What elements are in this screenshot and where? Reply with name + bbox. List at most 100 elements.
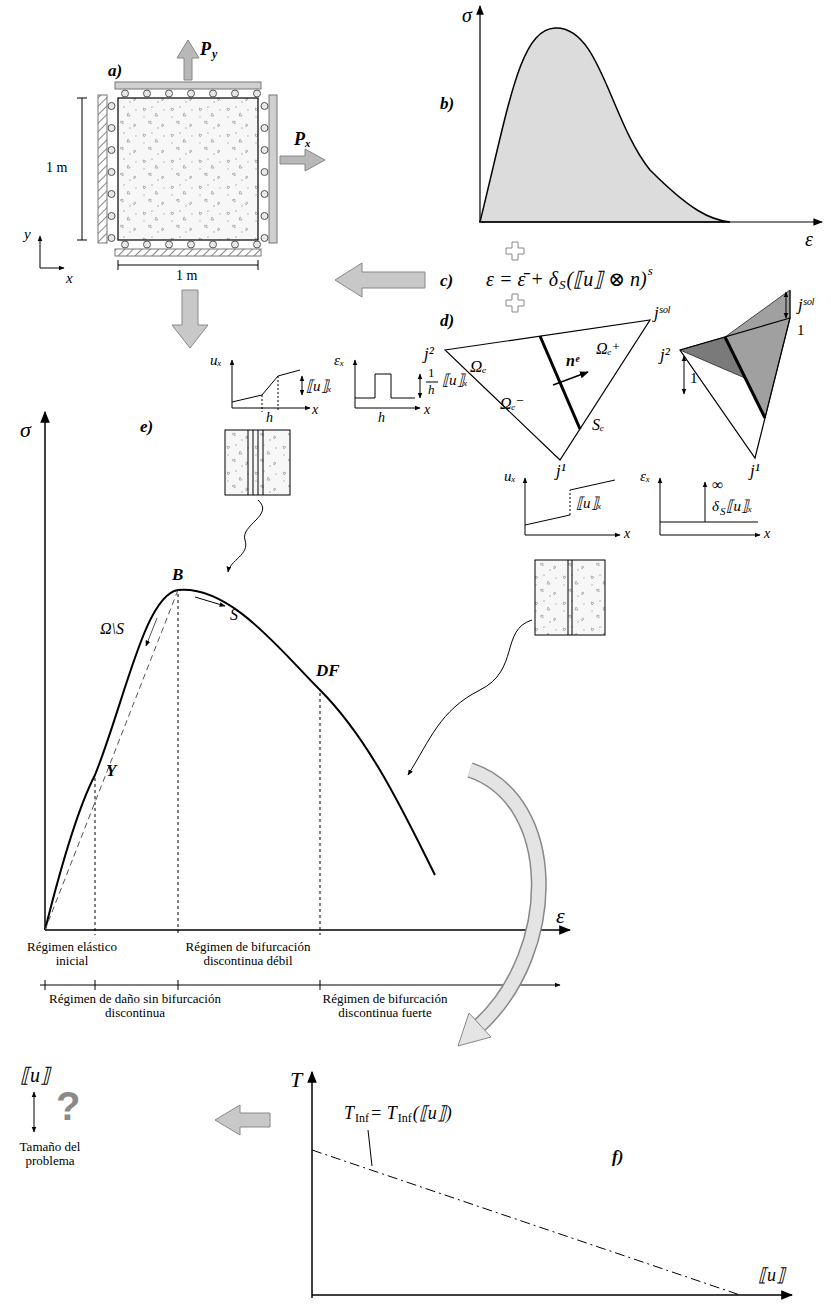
main-curve [95,778,96,935]
specimen-panel [258,260,259,270]
path-label: S [230,606,238,624]
kinematics-sketch [355,408,420,409]
note: Tamaño del problema [5,1140,95,1169]
kinematics-sketch [258,430,259,495]
specimen-panel [77,98,87,99]
stress-strain-sketch [480,28,730,222]
kinematics-sketch [232,360,233,408]
node-label: jˢᵒˡ [798,296,813,315]
subscript: Inf [398,1112,412,1125]
finite-element [725,337,765,418]
kinematics-sketch [568,560,569,635]
specimen-panel [108,235,115,242]
specimen-panel [254,241,261,248]
finite-element [684,356,685,394]
specimen-panel [108,125,115,132]
stress-strain-sketch [480,6,822,222]
finite-element [445,320,650,460]
specimen-panel [40,268,64,269]
traction-law [34,1072,792,1298]
kinematics-sketch [570,480,615,490]
curved-arrow [470,770,539,1025]
panel-letter: c) [440,272,453,291]
curved-arrow [458,770,539,1046]
unit-value: 1 [797,322,805,339]
kinematics-sketch [408,620,532,775]
kinematics-sketch [263,430,264,495]
specimen-panel [166,90,173,97]
grey-arrow [172,290,208,348]
axis-label: y [24,226,31,243]
regime-label: Régimen de bifurcación discontinua fuert… [310,992,460,1021]
curved-arrow [470,770,539,1025]
specimen-panel [261,103,268,110]
specimen-panel [177,40,199,80]
subscript: S [559,278,566,292]
main-curve [178,594,179,935]
node-label: j² [424,345,434,364]
kinematics-sketch [570,490,571,515]
jump-label: ⟦u⟧ₓ [576,495,602,512]
specimen-panel [144,241,151,248]
specimen-panel [261,191,268,198]
bandwidth: h [378,410,385,425]
fraction: h [428,383,435,397]
subscript: y [212,48,217,61]
traction-law [368,1130,372,1166]
regime-label: Régimen elástico inicial [22,940,122,969]
main-curve [45,929,570,931]
path-label: Ω\S [100,620,124,638]
main-curve [195,597,225,606]
main-curve [146,618,157,646]
finite-element [445,290,790,460]
kinematics-sketch [355,360,356,408]
kinematics-sketch [660,478,661,535]
axis-label: T [290,1068,302,1092]
discontinuity-label: Sₑ [592,416,604,434]
specimen-panel [108,169,115,176]
main-curve [45,980,46,990]
traction-law [312,1150,740,1295]
specimen-panel [188,90,195,97]
jump-label: ⟦u⟧ [20,1064,50,1086]
specimen-panel [108,191,115,198]
axis-label: εₓ [334,352,344,369]
specimen-panel [261,169,268,176]
specimen-panel [280,149,325,171]
specimen-panel [254,90,261,97]
specimen-panel [261,235,268,242]
panel-letter: d) [440,312,454,331]
specimen-panel [232,90,239,97]
specimen-panel [210,241,217,248]
kinematics-sketch [572,560,573,635]
kinematics-sketch [262,395,263,412]
kinematics-sketch [232,408,310,409]
kinematics-sketch [232,370,300,402]
stress-strain-sketch [479,6,480,222]
axis-label: ε [805,228,813,250]
jump-label: δ [712,498,719,515]
specimen-panel [108,103,115,110]
main-curve [40,985,560,986]
regime-label: Régimen de bifurcación discontinua débil [163,940,333,969]
specimen-panel [144,90,151,97]
kinematics-sketch [420,374,421,398]
curved-arrow [458,1013,491,1046]
specimen-panel [118,98,258,240]
panel-letter: e) [140,418,153,437]
specimen-panel [122,241,129,248]
subscript: S [720,505,726,517]
kinematics-sketch [225,430,290,495]
specimen-panel [269,95,277,243]
finite-element [786,292,787,318]
node-label: j¹ [556,462,566,481]
kinematics-sketch [660,535,760,536]
load-label: P [200,40,211,60]
specimen-panel [115,249,261,256]
axis-label: εₓ [640,468,650,485]
main-curve [45,590,178,930]
formula: T [344,1104,354,1124]
specimen-panel [210,90,217,97]
axis-label: x [764,526,770,541]
